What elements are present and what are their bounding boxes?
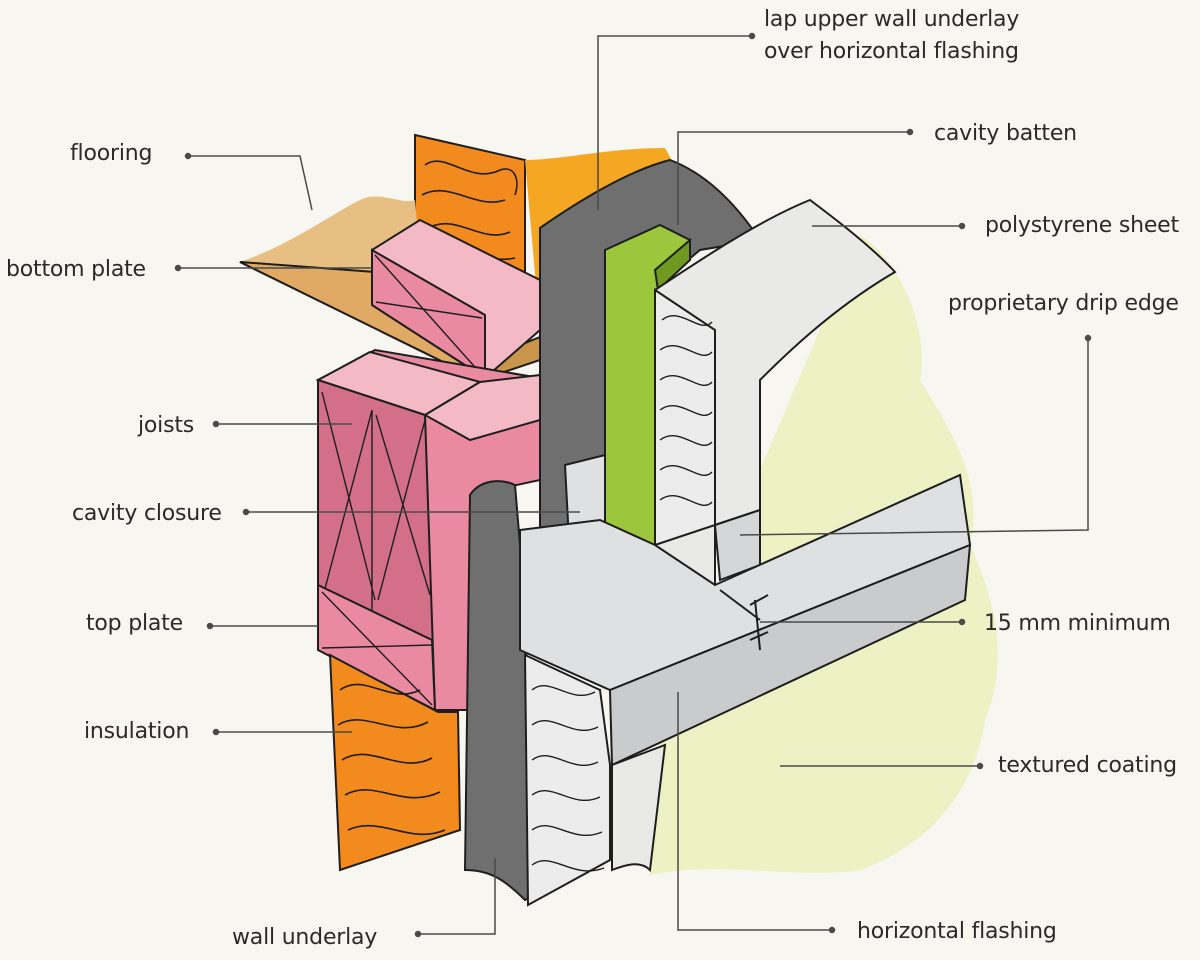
leader-lap-upper	[597, 35, 752, 210]
horizontal-flashing-top	[519, 473, 972, 692]
cavity-insulation-lower	[523, 653, 611, 907]
label-insulation: insulation	[84, 719, 190, 744]
label-horizontal-flashing: horizontal flashing	[857, 919, 1057, 944]
leader-cavity-batten	[677, 131, 910, 225]
lower-polystyrene-sheet	[611, 743, 667, 873]
label-textured-coating: textured coating	[998, 753, 1177, 778]
leader-lines	[174, 32, 1092, 938]
label-proprietary-drip-edge: proprietary drip edge	[948, 291, 1179, 316]
leader-wall-underlay	[418, 858, 496, 935]
label-lap-upper-line2: over horizontal flashing	[764, 39, 1019, 64]
label-wall-underlay: wall underlay	[232, 925, 378, 950]
leader-drip-edge	[739, 338, 1089, 536]
label-cavity-closure: cavity closure	[72, 501, 222, 526]
label-bottom-plate: bottom plate	[6, 257, 146, 282]
label-joists: joists	[138, 413, 195, 438]
cavity-insulation-upper	[654, 288, 716, 547]
label-lap-upper-line1: lap upper wall underlay	[764, 7, 1020, 32]
label-polystyrene-sheet: polystyrene sheet	[985, 213, 1179, 238]
lower-insulation-shape	[328, 653, 462, 872]
label-top-plate: top plate	[86, 611, 183, 636]
label-15mm-minimum: 15 mm minimum	[984, 611, 1171, 636]
leader-flooring	[188, 155, 313, 211]
label-cavity-batten: cavity batten	[934, 121, 1077, 146]
horizontal-flashing-front	[608, 543, 972, 767]
leader-horizontal-flashing	[677, 692, 832, 931]
gap-dimension-marker	[719, 589, 769, 651]
label-flooring: flooring	[70, 141, 153, 166]
